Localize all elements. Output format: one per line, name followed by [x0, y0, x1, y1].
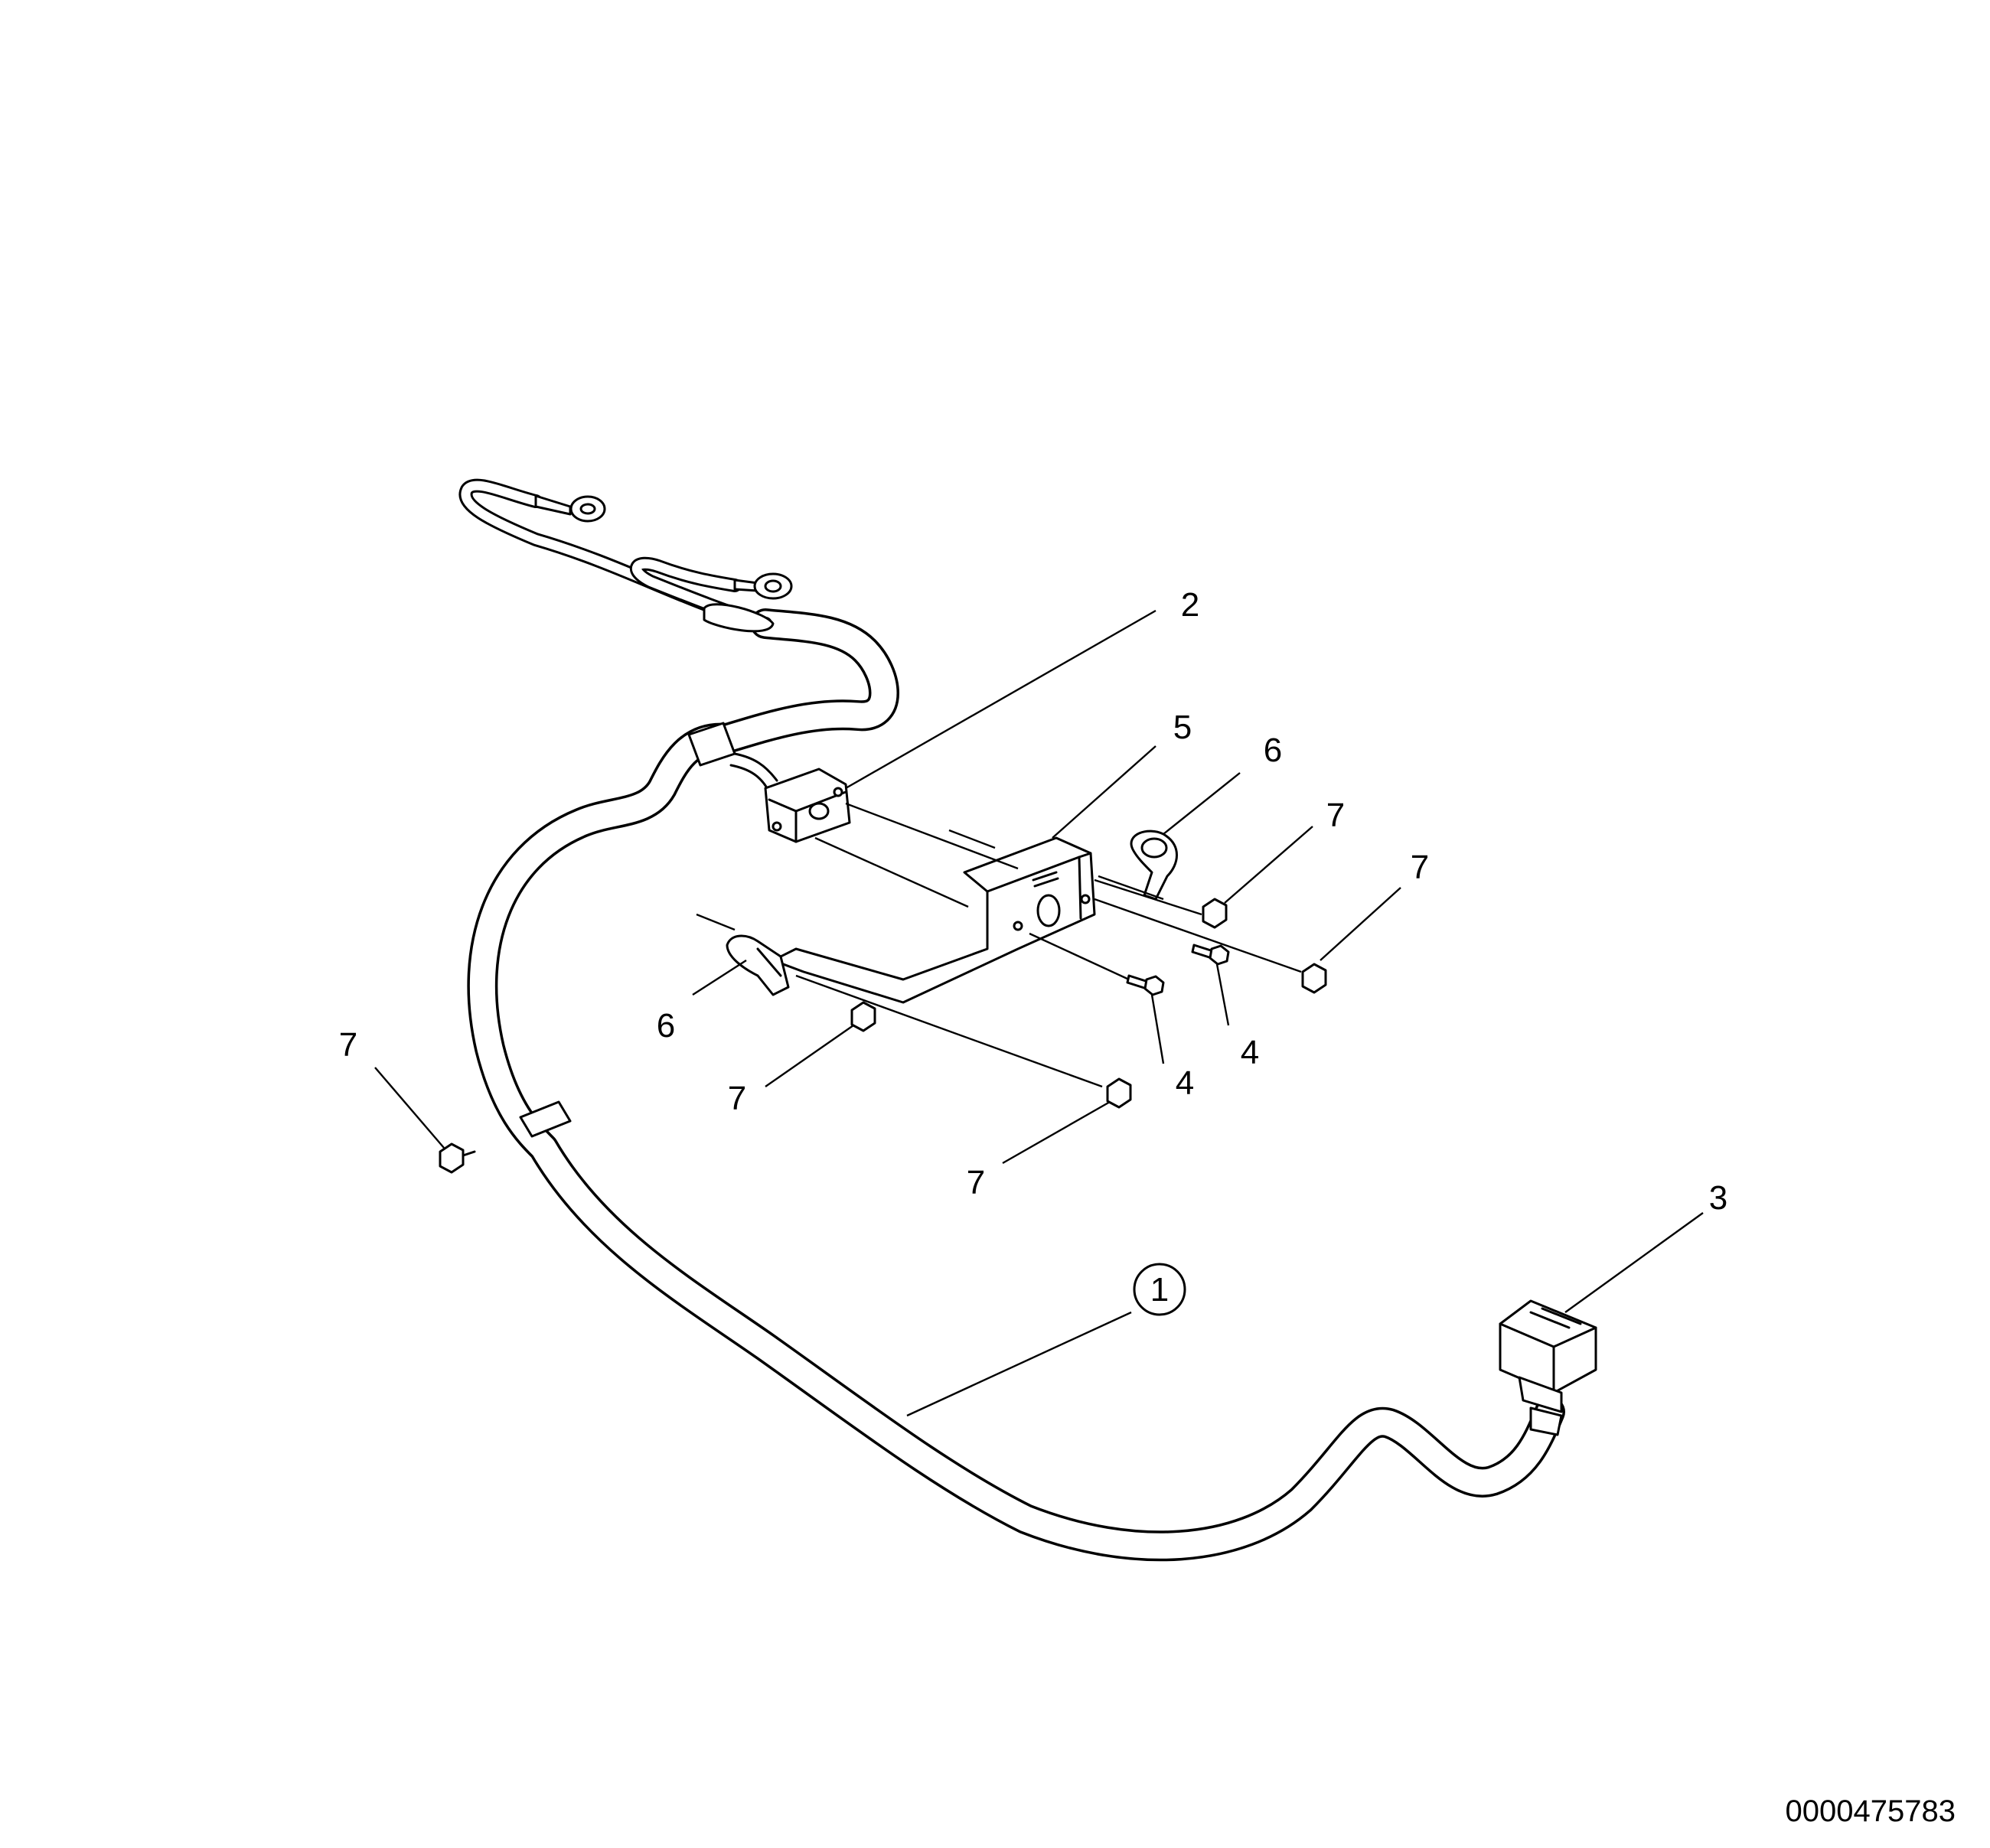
- callout-item-4-center: 4: [1176, 1064, 1194, 1102]
- cable-clamp-left: [726, 934, 790, 996]
- callout-item-7-upper-right: 7: [1326, 797, 1345, 834]
- callout-item-3: 3: [1709, 1179, 1727, 1217]
- flange-bolt-7d: [1202, 898, 1228, 929]
- cable-clamp-right: [1130, 829, 1178, 901]
- ring-terminal-cables: [458, 478, 793, 633]
- flange-bolt-7e: [1301, 963, 1327, 994]
- callout-item-1: 1: [1150, 1271, 1169, 1309]
- screw-4b: [1191, 944, 1230, 966]
- mounting-bracket: [772, 836, 1096, 1004]
- document-number: 0000475783: [1786, 1794, 1956, 1828]
- callout-item-4-right: 4: [1241, 1034, 1259, 1071]
- harness-clip: [519, 1100, 572, 1138]
- callout-item-7-far-left: 7: [339, 1026, 357, 1064]
- wire-harness: [467, 608, 1565, 1562]
- item-1-circle: [1133, 1263, 1186, 1316]
- callout-item-7-bottom-center: 7: [967, 1164, 985, 1201]
- harness-connector: [1499, 1299, 1597, 1436]
- callout-item-6-right: 6: [1264, 732, 1282, 769]
- callout-item-7-far-right: 7: [1411, 849, 1429, 886]
- leader-lines: [374, 609, 1704, 1417]
- battery-switch: [764, 768, 851, 843]
- screw-4a: [1126, 974, 1165, 996]
- flange-bolt-7a: [439, 1142, 476, 1174]
- callout-item-6-left: 6: [657, 1007, 675, 1045]
- callout-item-7-center-left: 7: [728, 1080, 746, 1117]
- flange-bolt-7b: [850, 1001, 876, 1032]
- flange-bolt-7c: [1106, 1077, 1132, 1109]
- callout-item-2: 2: [1181, 586, 1199, 624]
- callout-item-5: 5: [1173, 709, 1192, 746]
- alignment-lines: [696, 802, 1302, 1088]
